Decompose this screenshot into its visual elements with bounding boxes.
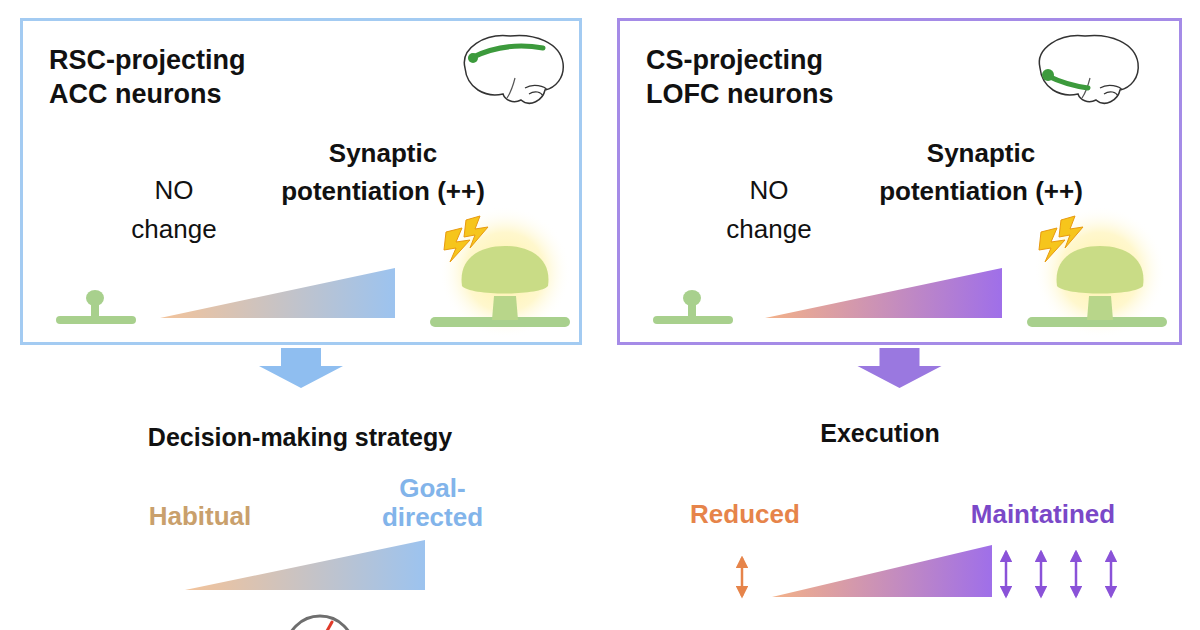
spine-head	[1057, 246, 1144, 294]
spine-head	[86, 290, 104, 306]
spine-neck	[1087, 296, 1113, 320]
double-arrow	[1005, 552, 1008, 596]
gradient-wedge	[160, 268, 395, 318]
dendrite-shaft	[435, 317, 565, 327]
large-spine	[435, 206, 571, 338]
brain-icon	[464, 35, 563, 103]
state-label: Synaptic potentiation (++)	[879, 134, 1083, 210]
cerebellum-lines	[525, 85, 547, 96]
spine-neck	[492, 296, 518, 320]
outcome-heading: Execution	[780, 418, 980, 448]
scale-end-label: Reduced	[685, 499, 805, 529]
soma-dot	[468, 53, 478, 63]
dendrite-shaft	[657, 316, 729, 324]
block-arrow	[259, 348, 343, 388]
brain-outline	[464, 35, 563, 103]
outcome-group: ExecutionReduced Maintatined	[670, 388, 1170, 618]
dendrite-shaft	[1032, 317, 1162, 327]
gauge-needle	[322, 622, 332, 630]
outcome-group: Decision-making strategyHabitual Goal-dir…	[100, 388, 500, 618]
brainstem-line	[1082, 78, 1090, 98]
lightning-bolt	[1059, 216, 1083, 248]
lightning-bolt	[444, 228, 470, 262]
scale-end-label: Habitual	[140, 501, 260, 531]
brain-icon	[1039, 35, 1138, 103]
lightning-bolt	[464, 216, 488, 248]
scale-end-label: Goal-directed	[375, 474, 490, 532]
double-arrow	[741, 558, 744, 596]
spine-glow	[439, 206, 571, 338]
gradient-wedge	[185, 540, 425, 590]
spine-neck	[688, 300, 696, 318]
gradient-wedge	[772, 545, 992, 597]
projection-line	[1048, 76, 1088, 88]
small-spine	[60, 290, 132, 320]
double-arrow	[1040, 552, 1043, 596]
small-spine	[657, 290, 729, 320]
block-arrow	[858, 348, 942, 388]
panel-title: RSC-projecting ACC neurons	[49, 43, 281, 111]
scale-end-label: Maintatined	[960, 499, 1126, 529]
gradient-wedge	[765, 268, 1002, 318]
gauge-dial	[286, 616, 354, 630]
cerebellum-lines	[1100, 85, 1122, 96]
dendrite-shaft	[60, 316, 132, 324]
panel-box: CS-projecting LOFC neurons NO change Synap…	[617, 18, 1182, 345]
outcome-heading: Decision-making strategy	[100, 422, 500, 452]
spine-neck	[91, 300, 99, 318]
double-arrow	[1075, 552, 1078, 596]
panel-title: CS-projecting LOFC neurons	[646, 43, 878, 111]
projection-line	[471, 46, 543, 58]
state-label: Synaptic potentiation (++)	[281, 134, 485, 210]
spine-head	[683, 290, 701, 306]
brain-outline	[1039, 35, 1138, 103]
soma-dot	[1042, 69, 1054, 81]
panel-box: RSC-projecting ACC neurons NO change Synap…	[20, 18, 582, 345]
spine-head	[462, 246, 549, 294]
large-spine	[1032, 206, 1166, 338]
state-label: NO change	[713, 171, 825, 249]
state-label: NO change	[118, 171, 230, 249]
lightning-bolt	[1039, 228, 1065, 262]
brainstem-line	[507, 78, 515, 98]
spine-glow	[1034, 206, 1166, 338]
gauge-icon	[286, 616, 354, 630]
double-arrow	[1110, 552, 1113, 596]
